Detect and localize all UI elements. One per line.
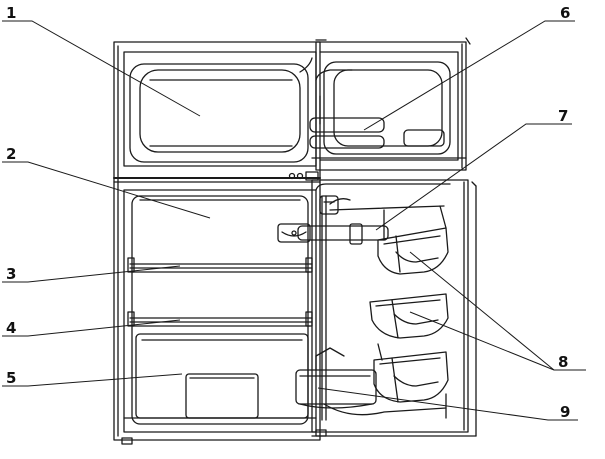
leader-5: [2, 373, 183, 387]
callout-6: 6: [560, 4, 570, 22]
callout-5: 5: [6, 369, 16, 387]
callout-leaders: [2, 20, 586, 421]
refrigerator-compartment: [123, 189, 317, 433]
bottom-door-bin: [295, 347, 377, 409]
leader-6: [363, 20, 575, 131]
callout-labels: 1 6 2 7 3 4 5 8 9: [6, 4, 570, 421]
leader-9: [317, 387, 578, 421]
callout-2: 2: [6, 145, 16, 163]
callout-4: 4: [6, 319, 16, 337]
lower-shelf: [127, 311, 313, 327]
callout-1: 1: [6, 4, 16, 22]
leader-8-upper: [409, 251, 555, 371]
callout-9: 9: [560, 403, 570, 421]
freezer-compartment: [123, 51, 317, 167]
leader-8-lower: [409, 311, 555, 371]
leader-2: [2, 161, 211, 219]
door-bin-middle: [369, 293, 449, 339]
callout-3: 3: [6, 265, 16, 283]
fridge-drawing: [113, 37, 477, 445]
door-bin-upper: [377, 205, 449, 275]
refrigerator-door: [295, 179, 477, 437]
door-bin-lower: [373, 343, 449, 403]
leader-3: [2, 265, 181, 283]
callout-8: 8: [558, 353, 568, 371]
cabinet-outline: [113, 41, 321, 441]
upper-shelf: [127, 257, 313, 273]
freezer-door: [288, 37, 471, 181]
freezer-door-shelf: [309, 117, 385, 133]
door-shelf-bar: [297, 225, 389, 241]
callout-7: 7: [558, 107, 568, 125]
leader-1: [2, 20, 201, 117]
leader-4: [2, 319, 181, 337]
leader-7: [375, 123, 572, 231]
